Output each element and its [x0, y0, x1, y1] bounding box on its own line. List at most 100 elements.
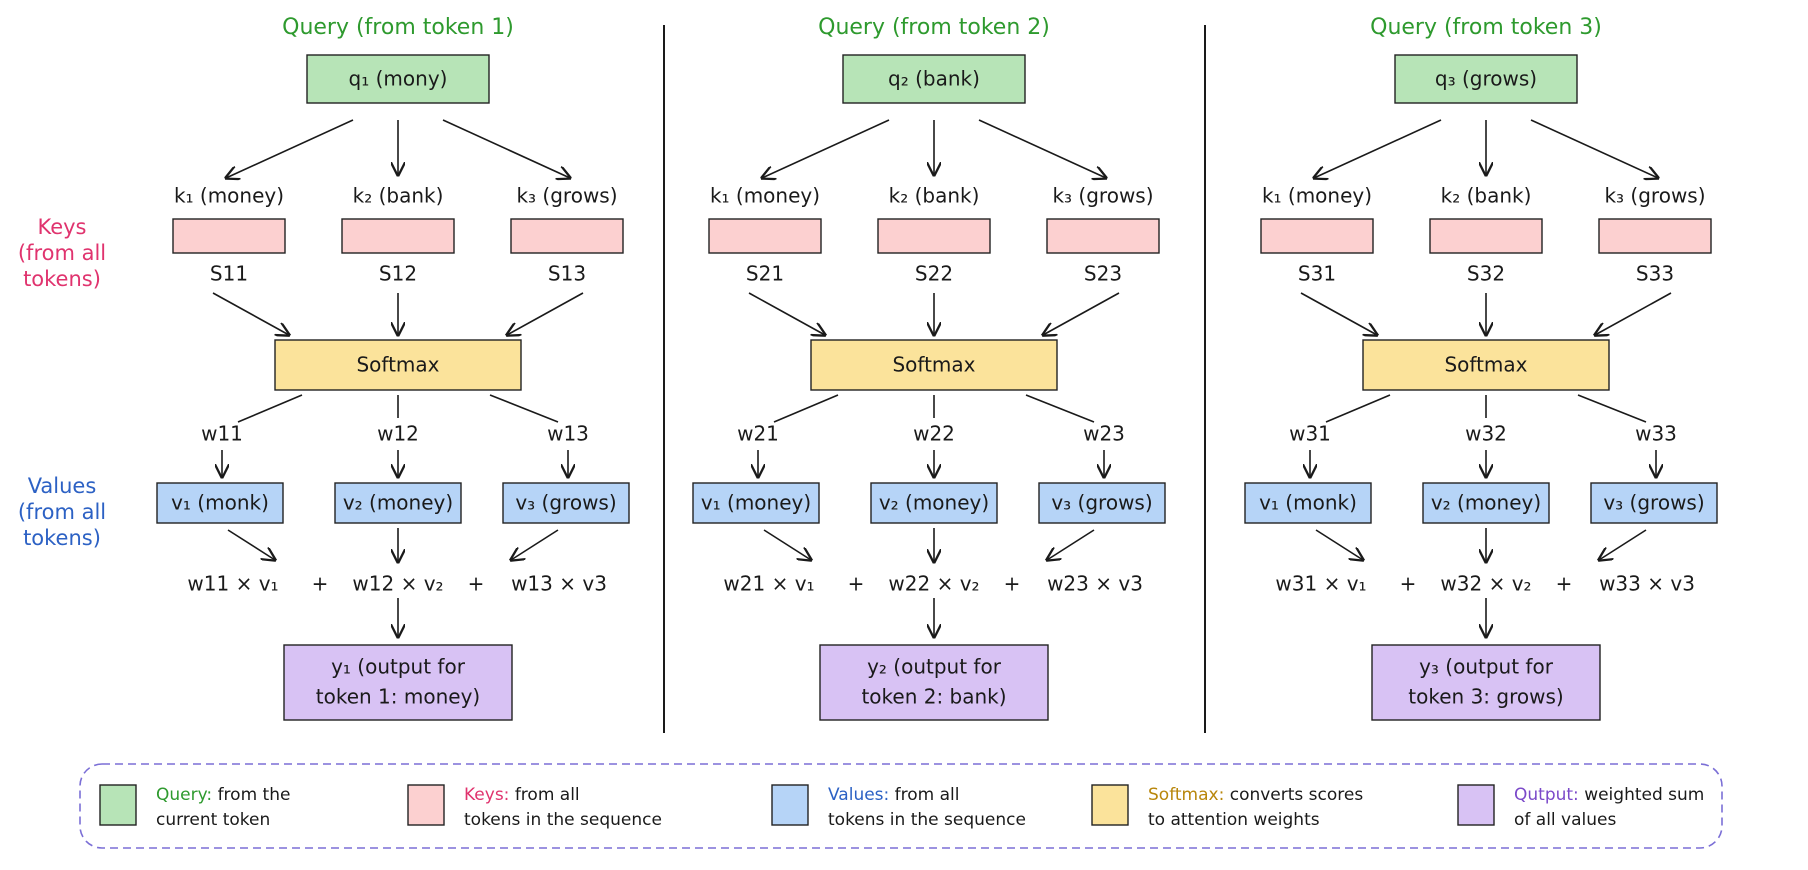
plus-sign: + [468, 572, 485, 596]
value-label: v₃ (grows) [515, 491, 616, 515]
weight-label: w22 [913, 422, 955, 446]
query-label: q₁ (mony) [349, 67, 448, 91]
key-label: k₃ (grows) [516, 184, 617, 208]
softmax-box [274, 339, 522, 391]
softmax-box [1362, 339, 1610, 391]
legend-item-desc: tokens in the sequence [828, 810, 1026, 830]
plus-sign: + [1004, 572, 1021, 596]
softmax-label: Softmax [356, 353, 439, 377]
output-label: token 3: grows) [1408, 685, 1563, 709]
key-box [172, 218, 286, 254]
output-box [283, 644, 513, 721]
weight-label: w21 [737, 422, 779, 446]
output-label: y₂ (output for [867, 655, 1002, 679]
key-label: k₁ (money) [710, 184, 820, 208]
key-box [510, 218, 624, 254]
score-label: S32 [1467, 262, 1505, 286]
legend-swatch [1457, 784, 1495, 826]
key-box [1260, 218, 1374, 254]
edge-v3-sum [511, 529, 559, 560]
output-label: token 1: money) [316, 685, 480, 709]
value-label: v₂ (money) [879, 491, 989, 515]
query-label: q₂ (bank) [888, 67, 980, 91]
weight-label: w11 [201, 422, 243, 446]
softmax-label: Softmax [1444, 353, 1527, 377]
key-label: k₃ (grows) [1604, 184, 1705, 208]
weighted-term: w21 × v₁ [723, 572, 814, 596]
weighted-term: w13 × v3 [511, 572, 607, 596]
key-box [1046, 218, 1160, 254]
panel-title: Query (from token 2) [818, 15, 1050, 40]
key-label: k₁ (money) [1262, 184, 1372, 208]
key-box [877, 218, 991, 254]
edge-v3-sum [1047, 529, 1095, 560]
legend-item-desc: tokens in the sequence [464, 810, 662, 830]
plus-sign: + [1556, 572, 1573, 596]
legend-swatch [99, 784, 137, 826]
weighted-term: w23 × v3 [1047, 572, 1143, 596]
weighted-term: w11 × v₁ [187, 572, 278, 596]
key-label: k₂ (bank) [1441, 184, 1532, 208]
edge-softmax-w1 [237, 394, 303, 423]
edge-q-k3 [1530, 119, 1658, 178]
value-label: v₃ (grows) [1051, 491, 1152, 515]
legend-item-label: Softmax: converts scores [1148, 785, 1363, 805]
key-box [1598, 218, 1712, 254]
value-box [1038, 482, 1166, 524]
edge-q-k1 [762, 119, 890, 178]
keys-side-label: (from all [18, 241, 106, 265]
output-label: y₃ (output for [1419, 655, 1554, 679]
edge-s3-softmax [1595, 292, 1672, 335]
score-label: S33 [1636, 262, 1674, 286]
legend-swatch [1091, 784, 1129, 826]
weighted-term: w12 × v₂ [352, 572, 443, 596]
edge-v1-sum [763, 529, 811, 560]
keys-side-label: Keys [37, 215, 86, 239]
edge-q-k3 [442, 119, 570, 178]
edge-s1-softmax [212, 292, 289, 335]
edge-s3-softmax [507, 292, 584, 335]
edge-q-k3 [978, 119, 1106, 178]
score-label: S13 [548, 262, 586, 286]
value-box [1590, 482, 1718, 524]
score-label: S31 [1298, 262, 1336, 286]
value-box [1244, 482, 1372, 524]
value-label: v₂ (money) [1431, 491, 1541, 515]
value-box [502, 482, 630, 524]
value-box [334, 482, 462, 524]
softmax-box [810, 339, 1058, 391]
edge-v1-sum [227, 529, 275, 560]
score-label: S23 [1084, 262, 1122, 286]
legend-item-label: Query: from the [156, 785, 290, 805]
output-label: token 2: bank) [861, 685, 1006, 709]
query-box [1394, 54, 1578, 104]
edge-q-k1 [1314, 119, 1442, 178]
legend-item-desc: of all values [1514, 810, 1616, 830]
query-box [842, 54, 1026, 104]
weighted-term: w32 × v₂ [1440, 572, 1531, 596]
value-label: v₂ (money) [343, 491, 453, 515]
softmax-label: Softmax [892, 353, 975, 377]
score-label: S11 [210, 262, 248, 286]
keys-side-label: tokens) [23, 267, 101, 291]
edge-s3-softmax [1043, 292, 1120, 335]
values-side-label: Values [28, 474, 97, 498]
panel-token-2: Query (from token 2) q₂ (bank) k₁ (money) S… [692, 15, 1166, 721]
output-box [1371, 644, 1601, 721]
legend-swatch [771, 784, 809, 826]
edge-q-k1 [226, 119, 354, 178]
value-box [156, 482, 284, 524]
edge-v1-sum [1315, 529, 1363, 560]
score-label: S21 [746, 262, 784, 286]
edge-softmax-w1 [1325, 394, 1391, 423]
edge-softmax-w1 [773, 394, 839, 423]
edge-v3-sum [1599, 529, 1647, 560]
score-label: S12 [379, 262, 417, 286]
panel-title: Query (from token 1) [282, 15, 514, 40]
plus-sign: + [848, 572, 865, 596]
key-label: k₃ (grows) [1052, 184, 1153, 208]
key-label: k₂ (bank) [353, 184, 444, 208]
value-label: v₁ (monk) [1259, 491, 1357, 515]
weight-label: w32 [1465, 422, 1507, 446]
